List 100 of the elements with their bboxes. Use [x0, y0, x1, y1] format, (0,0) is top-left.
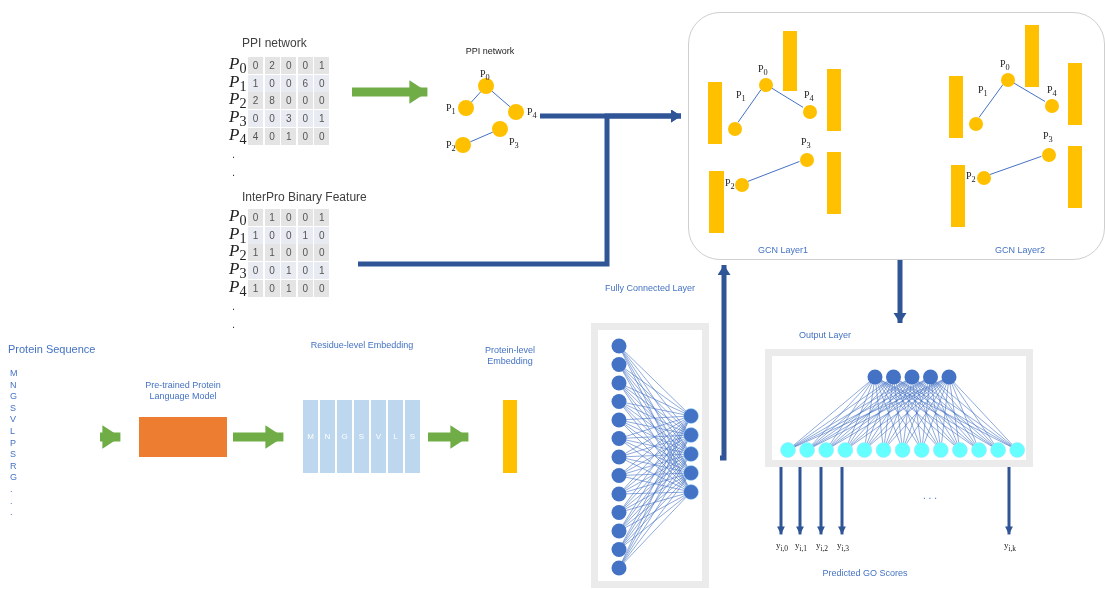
matrix-cell: 3 — [281, 110, 298, 128]
ellipsis-dot: . — [232, 166, 237, 178]
node-label: P$_{4}$ — [527, 106, 537, 120]
sequence-text: M N G S V L P S R G . . . — [10, 368, 16, 519]
connector-line — [978, 84, 1004, 118]
score-label: y$_{i,0}$ — [774, 540, 790, 554]
row-label: P$_{3}$ — [229, 259, 248, 282]
embedding-column: N — [320, 400, 335, 473]
graph-node-circle — [1045, 99, 1059, 113]
node-label: P$_{3}$ — [509, 136, 519, 150]
graph-node-circle — [478, 78, 494, 94]
matrix-cell: 0 — [314, 244, 331, 262]
node-label: P$_{1}$ — [978, 84, 988, 98]
node-label: P$_{2}$ — [446, 139, 456, 153]
matrix-cell: 2 — [248, 92, 264, 110]
connector-line — [470, 91, 482, 103]
arrow — [717, 265, 731, 461]
connector-line — [491, 90, 511, 108]
node-label: P$_{3}$ — [1043, 130, 1053, 144]
node-label: P$_{2}$ — [725, 177, 735, 191]
matrix-cell: 0 — [297, 209, 314, 226]
matrix-cell: 0 — [248, 262, 264, 280]
matrix-cell: 1 — [248, 74, 264, 92]
matrix-cell: 0 — [297, 279, 314, 297]
matrix-cell: 1 — [281, 127, 298, 145]
layer-label: GCN Layer1 — [757, 245, 809, 257]
graph-node-circle — [969, 117, 983, 131]
matrix-cell: 0 — [248, 209, 264, 226]
embedding-column: V — [371, 400, 386, 473]
embedding-column: M — [303, 400, 318, 473]
gcn-panel — [688, 12, 1105, 260]
heading: PPI network — [464, 46, 516, 58]
heading: Residue-level Embedding — [309, 340, 415, 352]
matrix-cell: 0 — [264, 74, 281, 92]
connector-line — [1012, 82, 1046, 102]
connector-line — [989, 155, 1042, 176]
matrix-cell: 1 — [314, 110, 331, 128]
matrix-cell: 4 — [248, 127, 264, 145]
connector-line — [747, 161, 800, 182]
matrix-cell: 0 — [297, 262, 314, 280]
node-label: P$_{2}$ — [966, 170, 976, 184]
matrix-cell: 0 — [314, 279, 331, 297]
arrow — [838, 467, 846, 535]
node-label: P$_{4}$ — [1047, 84, 1057, 98]
matrix-cell: 1 — [248, 244, 264, 262]
node-label: P$_{3}$ — [801, 136, 811, 150]
matrix-cell: 1 — [264, 244, 281, 262]
matrix-cell: 0 — [314, 92, 331, 110]
arrow — [428, 425, 469, 449]
graph-node-circle — [977, 171, 991, 185]
matrix-cell: 0 — [297, 92, 314, 110]
graph-node-circle — [735, 178, 749, 192]
node-label: P$_{0}$ — [758, 63, 768, 77]
matrix-cell: 0 — [314, 74, 331, 92]
matrix-cell: 0 — [297, 110, 314, 128]
matrix-cell: 0 — [297, 244, 314, 262]
matrix-cell: 1 — [314, 262, 331, 280]
arrow — [352, 80, 428, 104]
arrow — [100, 425, 121, 449]
matrix-cell: 1 — [297, 226, 314, 244]
heading: Pre-trained Protein Language Model — [144, 380, 222, 403]
score-label: y$_{i,1}$ — [793, 540, 809, 554]
node-label: P$_{0}$ — [480, 68, 490, 82]
matrix-cell: 0 — [314, 127, 331, 145]
matrix-cell: 1 — [281, 279, 298, 297]
ellipsis-dot: . — [232, 300, 237, 312]
arrow — [817, 467, 825, 535]
heading: InterPro Binary Feature — [242, 190, 368, 205]
matrix-cell: 6 — [297, 74, 314, 92]
arrow — [893, 260, 907, 323]
matrix-cell: 1 — [281, 262, 298, 280]
node-label: P$_{1}$ — [446, 102, 456, 116]
connector-line — [469, 131, 494, 143]
node-label: P$_{4}$ — [804, 89, 814, 103]
heading: Output Layer — [799, 330, 853, 342]
matrix-cell: 0 — [281, 57, 298, 74]
heading: PPI network — [242, 36, 308, 51]
matrix-cell: 0 — [297, 127, 314, 145]
heading: Fully Connected Layer — [603, 283, 697, 295]
row-label: P$_{0}$ — [229, 54, 248, 77]
matrix-cell: 0 — [281, 74, 298, 92]
connector-line — [770, 87, 804, 108]
layer-label: GCN Layer2 — [994, 245, 1046, 257]
graph-node-circle — [803, 105, 817, 119]
graph-node-circle — [455, 137, 471, 153]
score-label: y$_{i,k}$ — [1002, 540, 1018, 554]
matrix-cell: 0 — [314, 226, 331, 244]
score-label: y$_{i,2}$ — [814, 540, 830, 554]
embedding-column: L — [388, 400, 403, 473]
graph-node-circle — [1001, 73, 1015, 87]
arrow — [358, 109, 681, 267]
matrix-cell: 1 — [314, 209, 331, 226]
matrix-cell: 0 — [281, 209, 298, 226]
ellipsis-dot: . — [232, 318, 237, 330]
graph-node-circle — [508, 104, 524, 120]
matrix-cell: 0 — [297, 57, 314, 74]
node-label: P$_{0}$ — [1000, 58, 1010, 72]
matrix-cell: 0 — [281, 226, 298, 244]
matrix-cell: 1 — [264, 209, 281, 226]
score-label: y$_{i,3}$ — [835, 540, 851, 554]
